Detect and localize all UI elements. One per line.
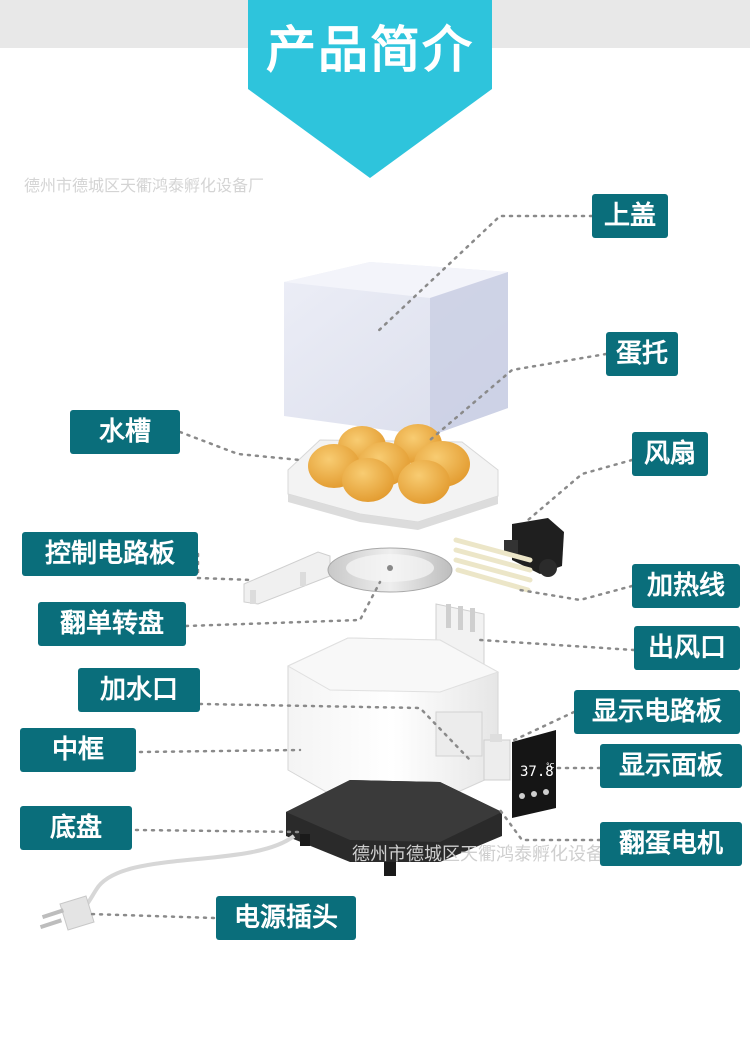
display-panel-part: 37.8 °C [512, 730, 556, 818]
label-top-lid: 上盖 [592, 194, 668, 238]
label-control-board: 控制电路板 [22, 532, 198, 576]
heating-wire-part [453, 537, 533, 593]
label-middle-frame: 中框 [20, 728, 136, 772]
watermark-bottom: 德州市德城区天衢鸿泰孵化设备厂 [352, 844, 622, 865]
label-egg-motor: 翻蛋电机 [600, 822, 742, 866]
top-lid-part [284, 262, 508, 436]
egg-tray-part [287, 424, 499, 530]
label-water-inlet: 加水口 [78, 668, 200, 712]
label-egg-tray: 蛋托 [606, 332, 678, 376]
middle-frame-part [286, 637, 500, 801]
watermark-top: 德州市德城区天衢鸿泰孵化设备厂 [24, 176, 265, 195]
label-heating-wire: 加热线 [632, 564, 740, 608]
label-power-plug: 电源插头 [216, 896, 356, 940]
base-part [286, 780, 502, 876]
egg [342, 458, 394, 502]
display-board-part [483, 734, 511, 781]
display-unit: °C [546, 762, 555, 770]
egg [398, 460, 450, 504]
page-title: 产品简介 [266, 21, 474, 79]
label-display-board: 显示电路板 [574, 690, 740, 734]
power-plug-part [39, 834, 296, 931]
fan-part [504, 518, 564, 577]
turning-disc-part [327, 547, 453, 593]
control-board-part [243, 551, 331, 605]
display-reading: 37.8 [520, 764, 554, 780]
label-fan: 风扇 [632, 432, 708, 476]
label-base: 底盘 [20, 806, 132, 850]
label-air-outlet: 出风口 [634, 626, 740, 670]
leader-lines [88, 214, 636, 920]
label-water-tank: 水槽 [70, 410, 180, 454]
label-turning-disc: 翻单转盘 [38, 602, 186, 646]
label-display-panel: 显示面板 [600, 744, 742, 788]
